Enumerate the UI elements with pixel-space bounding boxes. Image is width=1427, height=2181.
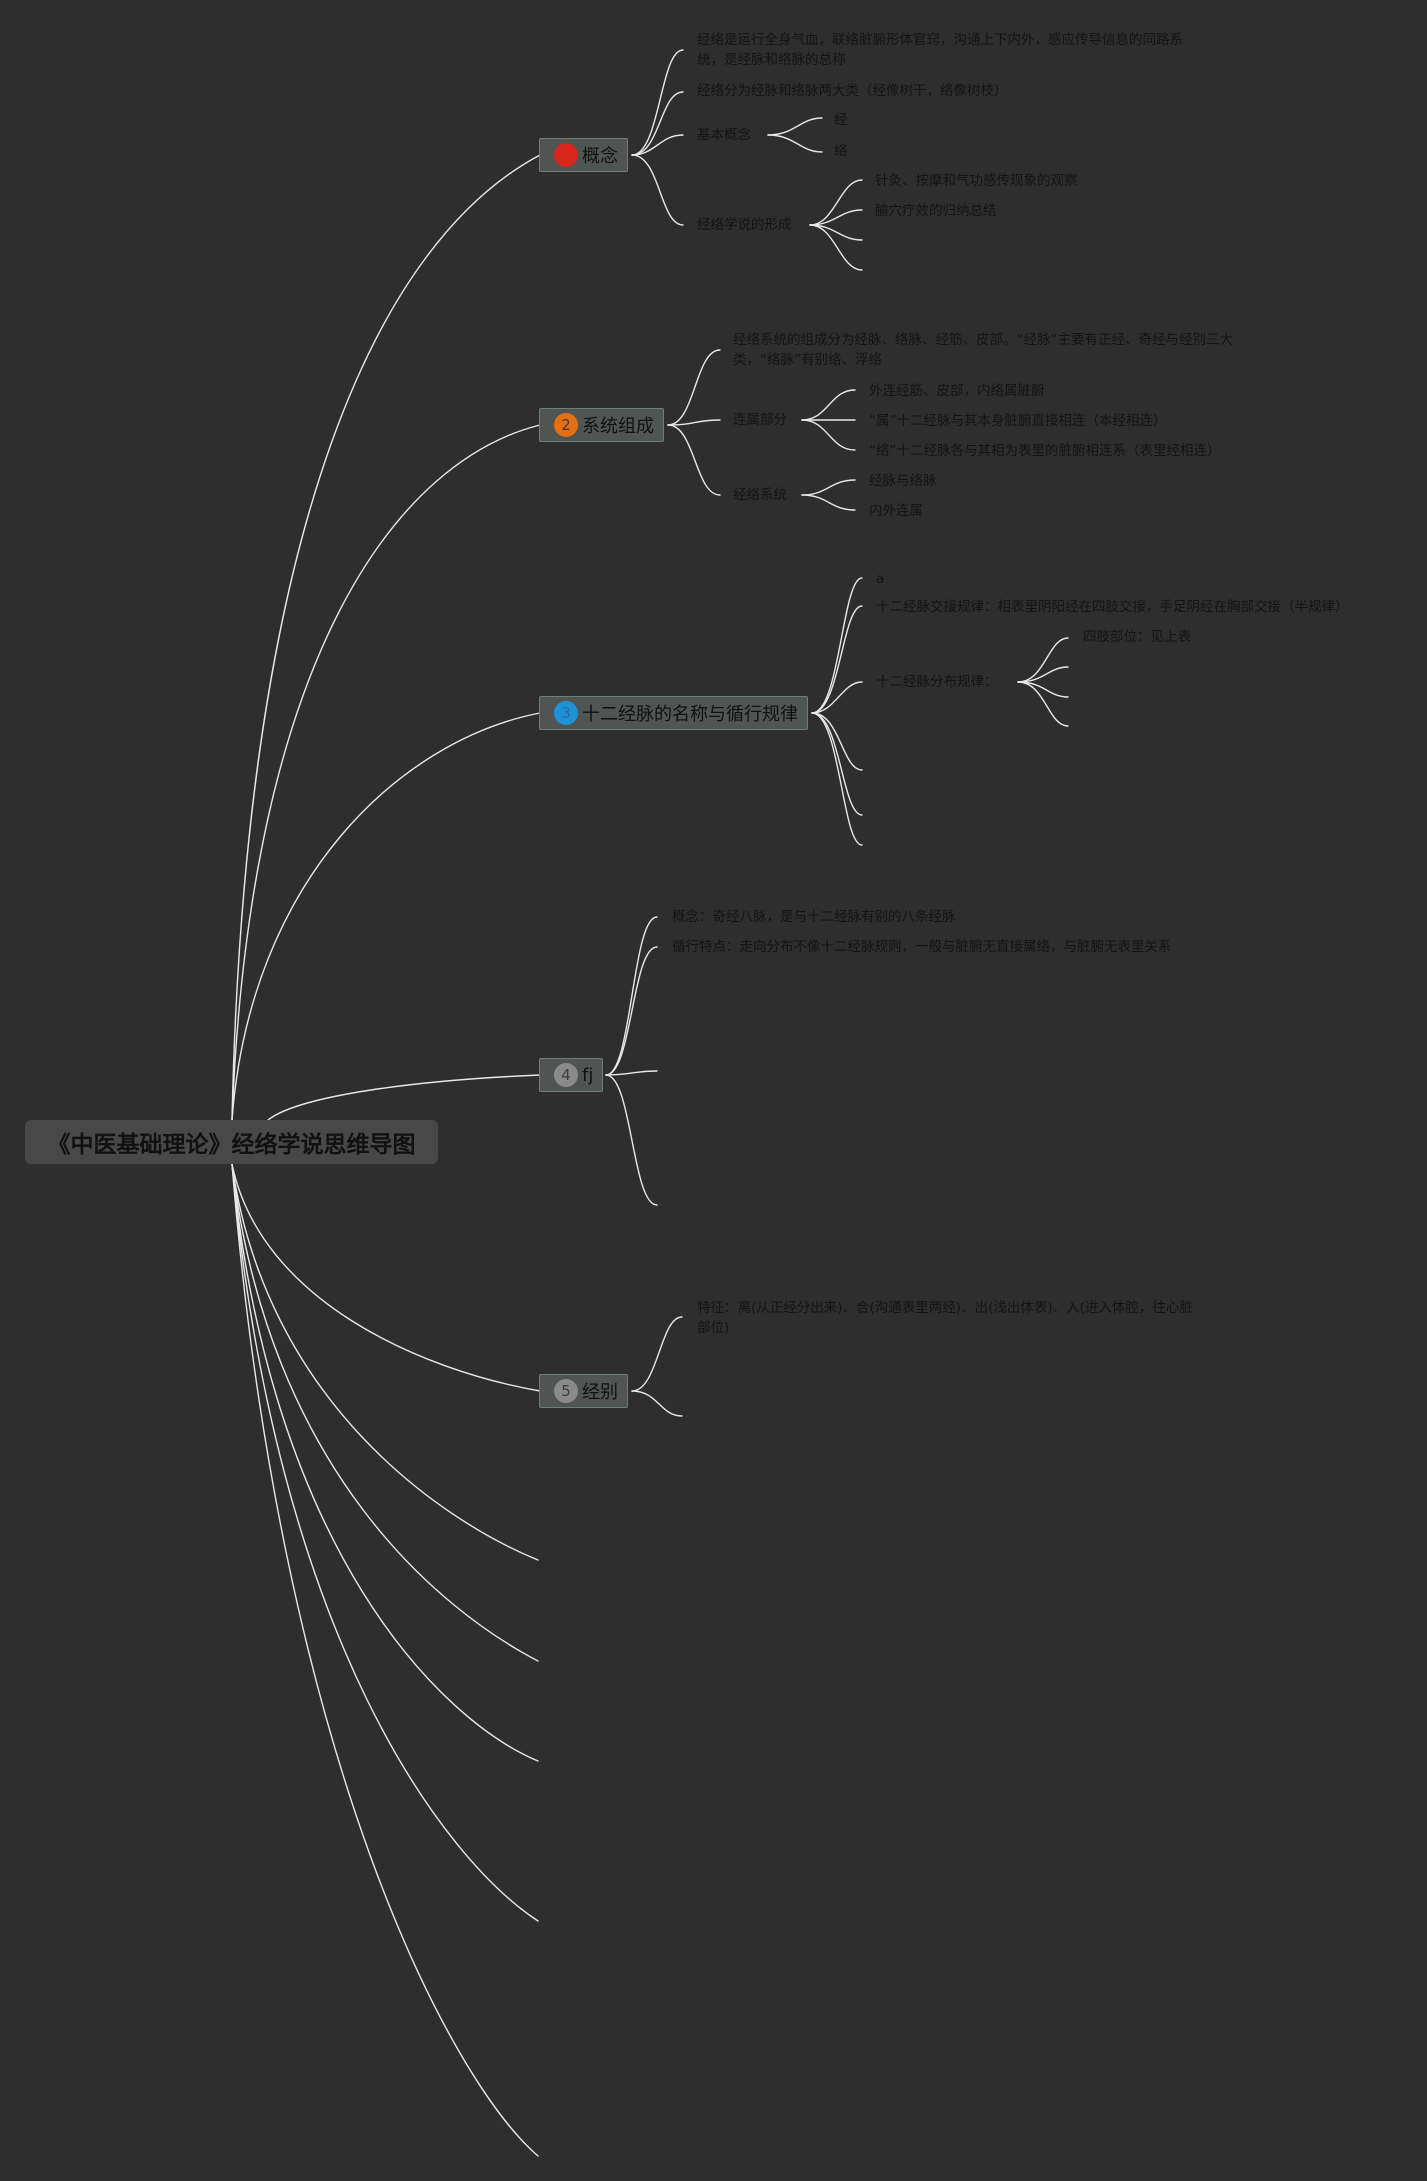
concept-definition[interactable]: 经络是运行全身气血，联络脏腑形体官窍，沟通上下内外，感应传导信息的同路系统，是经… (697, 32, 1183, 68)
connector-root-topic-2 (231, 424, 541, 1121)
connector-t4-feature (605, 946, 658, 1076)
connector-t1-form-4 (809, 224, 863, 271)
connector-t1-definition (631, 49, 684, 156)
connector-root-topic-5 (231, 1163, 541, 1392)
extra-meridians-feature[interactable]: 循行特点：走向分布不像十二经脉规则，一般与脏腑无直接属络，与脏腑无表里关系 (672, 939, 1172, 955)
connector-t5-empty-1 (631, 1390, 683, 1417)
concept-basic[interactable]: 基本概念 (697, 127, 751, 143)
connector-t3-dist-2 (1017, 666, 1069, 683)
connector-t3-limbs (1017, 637, 1069, 683)
root-node[interactable]: 《中医基础理论》经络学说思维导图 (25, 1120, 438, 1164)
priority-5-badge-icon: 5 (554, 1379, 578, 1403)
connector-t3-dist-3 (1017, 681, 1069, 698)
connector-t3-empty-3 (811, 712, 863, 846)
connector-t1-jing (767, 117, 823, 136)
topic-label: 概念 (582, 146, 618, 167)
priority-3-badge-icon: 3 (554, 701, 578, 725)
connector-t1-basic (631, 134, 684, 156)
connector-root-topic-1 (231, 154, 541, 1121)
system-network-1[interactable]: 经脉与络脉 (869, 473, 937, 489)
topic-label: 经别 (582, 1382, 618, 1403)
topic-fj[interactable]: 4 fj (539, 1058, 604, 1092)
concept-formation[interactable]: 经络学说的形成 (697, 217, 792, 233)
concept-formation-2[interactable]: 腧穴疗效的归纳总结 (875, 203, 997, 219)
topic-label: 系统组成 (582, 416, 654, 437)
connector-t2-sys-2 (801, 494, 856, 511)
system-connection-1[interactable]: 外连经筋、皮部，内络属脏腑 (869, 383, 1045, 399)
connector-t1-formation (631, 154, 684, 226)
concept-jing[interactable]: 经 (834, 112, 848, 128)
connector-t1-form-2 (809, 209, 863, 226)
connector-root-topic-3 (231, 712, 541, 1121)
connector-t3-a (811, 577, 863, 714)
topic-divergent[interactable]: 5 经别 (539, 1374, 628, 1408)
connector-root-empty-2 (231, 1163, 539, 1662)
system-connection-3[interactable]: “络”十二经脉各与其相为表里的脏腑相连系（表里经相连） (869, 443, 1221, 459)
connector-root-empty-5 (231, 1163, 539, 2157)
meridians-limbs[interactable]: 四肢部位：见上表 (1083, 629, 1191, 645)
system-network[interactable]: 经络系统 (733, 487, 787, 503)
connector-t4-concept (605, 916, 658, 1076)
connector-root-empty-1 (231, 1163, 539, 1561)
topic-system[interactable]: 2 系统组成 (539, 408, 664, 442)
divergent-feature[interactable]: 特征：离(从正经分出来)、合(沟通表里两经)、出(浅出体表)、入(进入体腔，往心… (697, 1300, 1193, 1336)
system-network-2[interactable]: 内外连属 (869, 503, 923, 519)
connector-t1-form-1 (809, 179, 863, 226)
connector-t2-composition (667, 349, 721, 426)
concept-luo[interactable]: 络 (834, 143, 848, 159)
concept-classification[interactable]: 经络分为经脉和络脉两大类（经像树干，络像树枝） (697, 83, 1008, 99)
connector-root-empty-4 (231, 1163, 539, 1922)
connector-t2-conn-1 (801, 389, 856, 421)
system-connection-2[interactable]: “属”十二经脉与其本身脏腑直接相连（本经相连） (869, 413, 1167, 429)
connector-t3-empty-1 (811, 712, 863, 771)
connector-t2-connection (667, 419, 721, 426)
extra-meridians-concept[interactable]: 概念：奇经八脉，是与十二经脉有别的八条经脉 (672, 909, 956, 925)
meridians-distribution[interactable]: 十二经脉分布规律： (876, 674, 998, 690)
connector-t1-classification (631, 91, 684, 156)
connector-t4-empty-2 (605, 1074, 658, 1206)
meridians-junction[interactable]: 十二经脉交接规律：相表里阴阳经在四肢交接，手足阴经在胸部交接（半规律） (876, 599, 1349, 615)
system-connection[interactable]: 连属部分 (733, 412, 787, 428)
root-title: 《中医基础理论》经络学说思维导图 (47, 1132, 416, 1158)
connector-t3-distribution (811, 681, 863, 714)
connector-t4-empty-1 (605, 1070, 658, 1076)
topic-label: 十二经脉的名称与循行规律 (582, 704, 798, 725)
connector-t2-conn-3 (801, 419, 856, 451)
priority-4-badge-icon: 4 (554, 1063, 578, 1087)
meridians-a[interactable]: a (876, 571, 885, 587)
topic-concept[interactable]: 1 概念 (539, 138, 628, 172)
connector-root-topic-4 (267, 1074, 541, 1121)
connector-t5-feature (631, 1316, 683, 1392)
connector-t3-junction (811, 605, 863, 714)
connector-t3-dist-4 (1017, 681, 1069, 727)
connector-root-empty-3 (231, 1163, 539, 1762)
priority-1-badge-icon: 1 (554, 143, 578, 167)
connector-t2-sys-1 (801, 479, 856, 496)
priority-2-badge-icon: 2 (554, 413, 578, 437)
system-composition[interactable]: 经络系统的组成分为经脉、络脉、经筋、皮部。“经脉”主要有正经、奇经与经别三大类，… (733, 332, 1233, 368)
concept-formation-1[interactable]: 针灸、按摩和气功感传现象的观察 (875, 173, 1078, 189)
topic-label: fj (582, 1064, 594, 1086)
connector-t1-luo (767, 134, 823, 153)
connector-t2-system (667, 424, 721, 496)
topic-twelve-meridians[interactable]: 3 十二经脉的名称与循行规律 (539, 696, 808, 730)
